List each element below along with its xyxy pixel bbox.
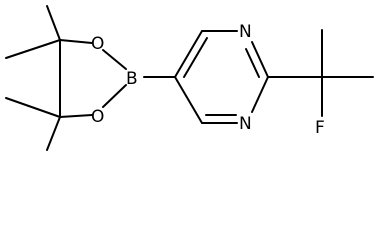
pinacol-ring <box>59 39 127 118</box>
atom-f: F <box>315 118 325 138</box>
pyrimidine-ring <box>174 30 269 124</box>
bond-c5-c6-inner <box>183 37 208 78</box>
atom-n1: N <box>239 22 252 42</box>
chemical-structure: O O B N N F <box>5 5 374 151</box>
fluoro-isopropyl <box>267 29 374 117</box>
bond-o2-c2 <box>59 114 93 118</box>
bond-c2-n2 <box>251 76 269 113</box>
structure-canvas: O O B N N F <box>5 5 374 151</box>
bond-c2-me-bottom <box>46 116 61 151</box>
bond-o1-b <box>102 49 127 70</box>
bond-c4-c5 <box>174 76 203 124</box>
bond-b-o2 <box>102 84 127 108</box>
atom-o2: O <box>91 107 104 127</box>
bond-n1-c2-inner <box>245 48 260 78</box>
atom-o1: O <box>91 34 104 54</box>
bond-n1-c2 <box>251 41 269 78</box>
bond-c1-me-top <box>46 5 61 41</box>
atom-n2: N <box>239 114 252 134</box>
methyl-groups <box>5 5 61 151</box>
bond-c5-c6 <box>174 30 203 78</box>
bond-c2-me-left <box>5 97 61 118</box>
atom-b: B <box>126 69 138 89</box>
bond-c1-me-left <box>5 39 61 59</box>
bond-c1-o1 <box>59 39 93 44</box>
